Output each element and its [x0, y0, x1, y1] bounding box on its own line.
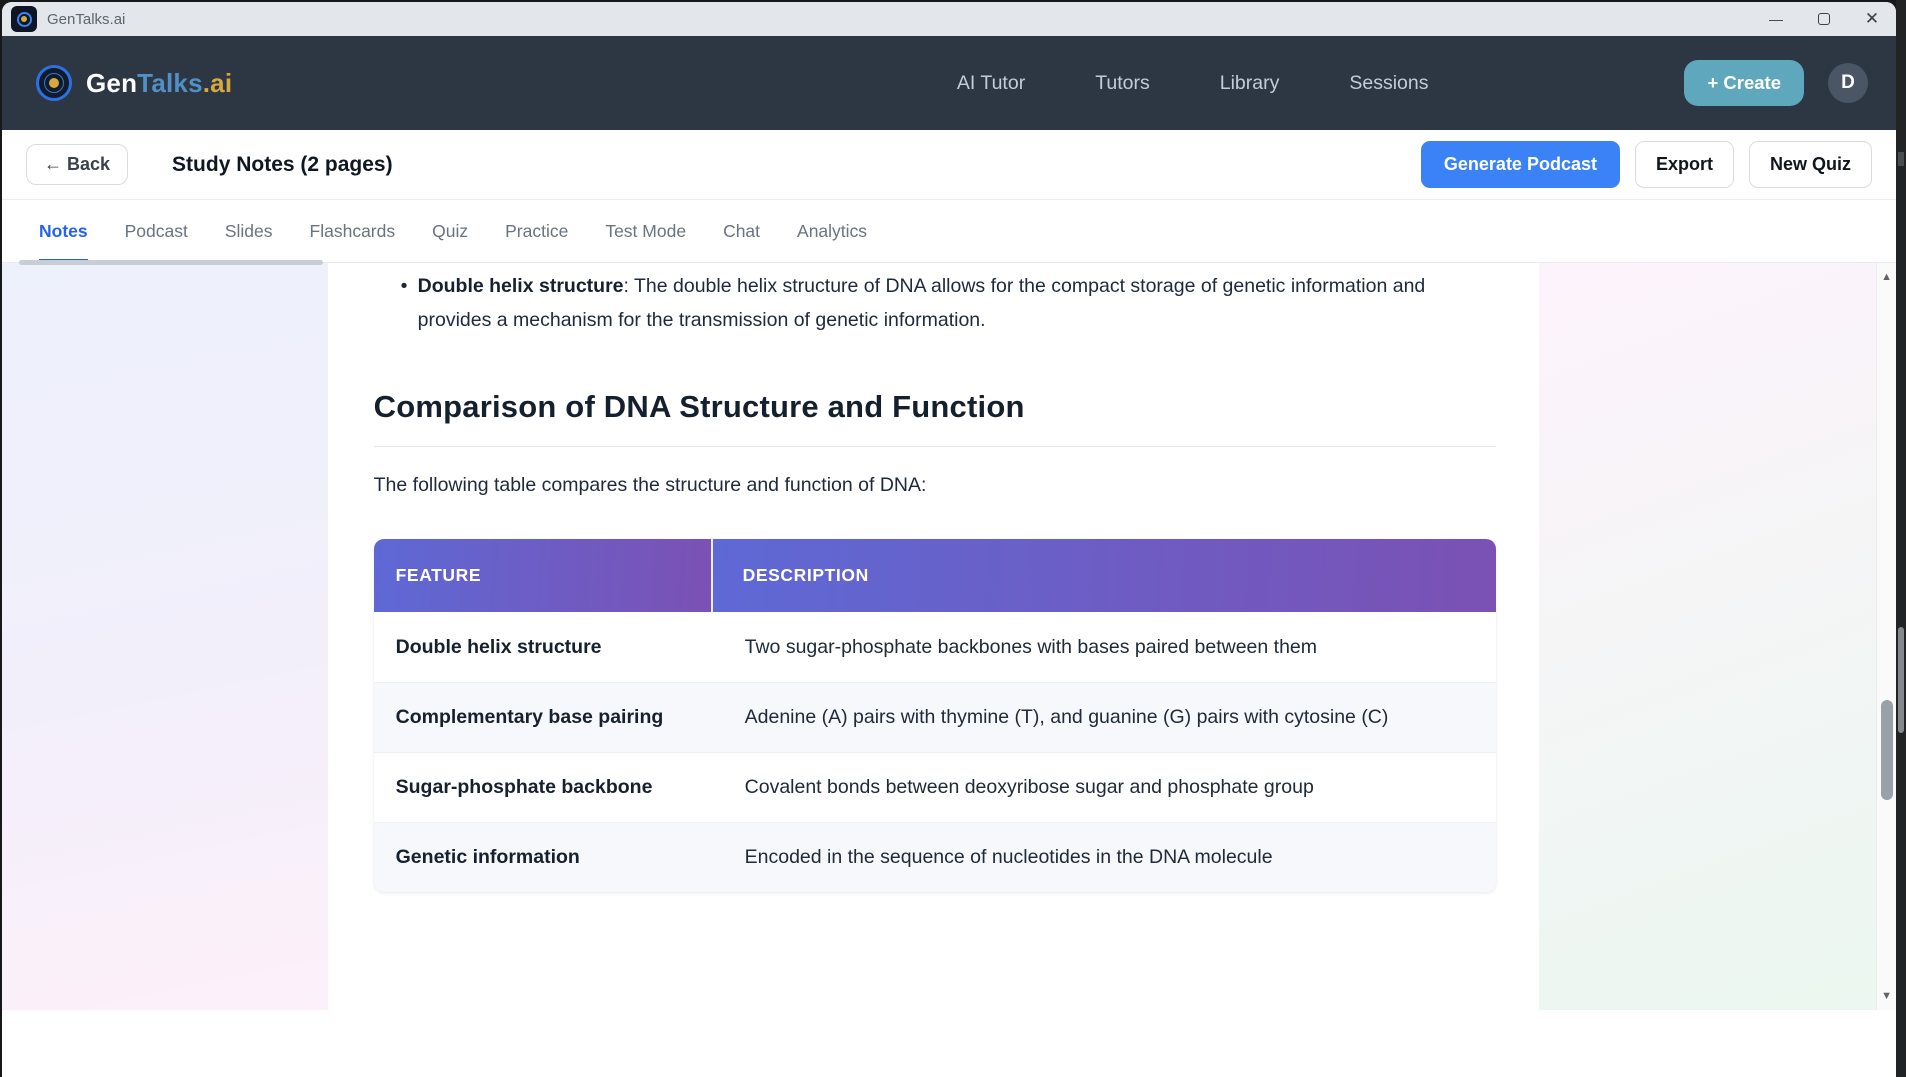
tabs-horizontal-scrollbar-thumb[interactable] — [19, 260, 323, 265]
tab-flashcards[interactable]: Flashcards — [309, 220, 396, 241]
window-title: GenTalks.ai — [47, 10, 126, 28]
tab-practice[interactable]: Practice — [505, 220, 569, 241]
bullet-description: : The double helix structure of DNA allo… — [417, 275, 1426, 331]
top-navbar: GenTalks.ai AI Tutor Tutors Library Session… — [2, 36, 1896, 130]
background-right-strip — [1896, 0, 1906, 1077]
close-icon: ✕ — [1864, 9, 1880, 28]
column-header-description: DESCRIPTION — [712, 539, 1497, 612]
cell-feature: Complementary base pairing — [395, 706, 664, 728]
brand-logo-inner-ring — [44, 73, 64, 93]
new-quiz-button[interactable]: New Quiz — [1748, 141, 1872, 188]
section-divider — [373, 446, 1497, 447]
cell-feature: Double helix structure — [395, 635, 602, 658]
tab-podcast[interactable]: Podcast — [124, 220, 188, 241]
content-viewport: • Double helix structure: The double hel… — [2, 263, 1896, 1010]
brand-name-ai: .ai — [202, 67, 233, 98]
export-button[interactable]: Export — [1634, 141, 1734, 188]
window-bottom-area — [2, 1010, 1896, 1077]
nav-link-tutors[interactable]: Tutors — [1095, 71, 1150, 94]
scrollbar-thumb[interactable] — [1881, 700, 1894, 800]
cell-description: Encoded in the sequence of nucleotides i… — [744, 846, 1273, 868]
notes-document: • Double helix structure: The double hel… — [327, 263, 1540, 1010]
table-row-complementary-base-pairing: Complementary base pairing Adenine (A) pa… — [373, 682, 1497, 752]
left-gradient-panel — [2, 263, 328, 1010]
cell-feature: Genetic information — [395, 846, 580, 868]
column-header-feature: FEATURE — [373, 539, 713, 612]
comparison-table: FEATURE DESCRIPTION Double helix structu… — [373, 539, 1497, 892]
create-button[interactable]: + Create — [1684, 60, 1804, 106]
window-controls: — ✕ — [1752, 2, 1896, 36]
tabs-bar: Notes Podcast Slides Flashcards Quiz Practice… — [2, 200, 1896, 265]
brand-name-gen: Gen — [86, 67, 138, 98]
tab-quiz[interactable]: Quiz — [432, 220, 469, 241]
tab-analytics[interactable]: Analytics — [797, 220, 868, 241]
tabs: Notes Podcast Slides Flashcards Quiz Practice… — [39, 200, 867, 262]
brand-logo-icon — [36, 65, 72, 101]
table-row-double-helix-structure: Double helix structure Two sugar-phosphat… — [373, 612, 1497, 682]
generate-podcast-button[interactable]: Generate Podcast — [1420, 141, 1620, 188]
cell-feature: Sugar-phosphate backbone — [395, 776, 653, 798]
app-icon-dot — [21, 16, 27, 22]
bullet-item: • Double helix structure: The double hel… — [374, 269, 1497, 337]
maximize-icon — [1818, 13, 1830, 25]
close-button[interactable]: ✕ — [1848, 2, 1896, 36]
page-title: Study Notes (2 pages) — [172, 152, 393, 176]
table-body: Double helix structure Two sugar-phosphat… — [373, 612, 1497, 892]
cell-description: Covalent bonds between deoxyribose sugar… — [744, 776, 1314, 798]
minimize-button[interactable]: — — [1752, 2, 1800, 36]
brand-logo[interactable]: GenTalks.ai — [36, 65, 232, 101]
tab-test-mode[interactable]: Test Mode — [605, 220, 687, 241]
vertical-scrollbar[interactable]: ▲ ▼ — [1876, 263, 1896, 1010]
app-icon-ring — [16, 11, 32, 27]
background-scroll-notch — [1898, 152, 1904, 166]
right-gradient-panel — [1539, 263, 1877, 1010]
tab-notes[interactable]: Notes — [39, 200, 88, 262]
minimize-icon: — — [1769, 11, 1783, 27]
scroll-down-icon[interactable]: ▼ — [1881, 990, 1892, 1002]
subheader-actions: Generate Podcast Export New Quiz — [1420, 141, 1872, 188]
nav-link-sessions[interactable]: Sessions — [1349, 71, 1429, 94]
nav-links: AI Tutor Tutors Library Sessions — [957, 72, 1429, 95]
brand-name: GenTalks.ai — [86, 68, 232, 99]
background-scrollbar-thumb — [1898, 627, 1904, 733]
nav-link-ai-tutor[interactable]: AI Tutor — [956, 71, 1026, 94]
brand-logo-dot — [49, 78, 59, 88]
bullet-icon: • — [400, 275, 408, 297]
window-titlebar: GenTalks.ai — ✕ — [2, 2, 1896, 36]
app-icon — [11, 6, 37, 32]
cell-description: Two sugar-phosphate backbones with bases… — [744, 635, 1317, 658]
back-button[interactable]: ← Back — [26, 144, 129, 185]
table-row-genetic-information: Genetic information Encoded in the sequen… — [373, 822, 1497, 892]
maximize-button[interactable] — [1800, 2, 1848, 36]
table-row-sugar-phosphate-backbone: Sugar-phosphate backbone Covalent bonds b… — [373, 752, 1497, 822]
brand-name-talks: Talks — [137, 67, 203, 98]
section-heading: Comparison of DNA Structure and Function — [373, 389, 1025, 424]
nav-right-group: + Create D — [1684, 60, 1868, 106]
tab-slides[interactable]: Slides — [224, 220, 273, 241]
cell-description: Adenine (A) pairs with thymine (T), and … — [744, 706, 1389, 728]
user-avatar[interactable]: D — [1828, 63, 1868, 103]
bullet-term: Double helix structure — [417, 275, 624, 297]
page-subheader: ← Back Study Notes (2 pages) Generate Po… — [2, 130, 1896, 200]
tab-chat[interactable]: Chat — [723, 220, 761, 241]
scroll-up-icon[interactable]: ▲ — [1881, 271, 1892, 283]
nav-link-library[interactable]: Library — [1219, 71, 1280, 94]
bullet-text: Double helix structure: The double helix… — [418, 269, 1458, 337]
table-header-row: FEATURE DESCRIPTION — [373, 539, 1497, 612]
table-intro: The following table compares the structu… — [373, 474, 927, 496]
